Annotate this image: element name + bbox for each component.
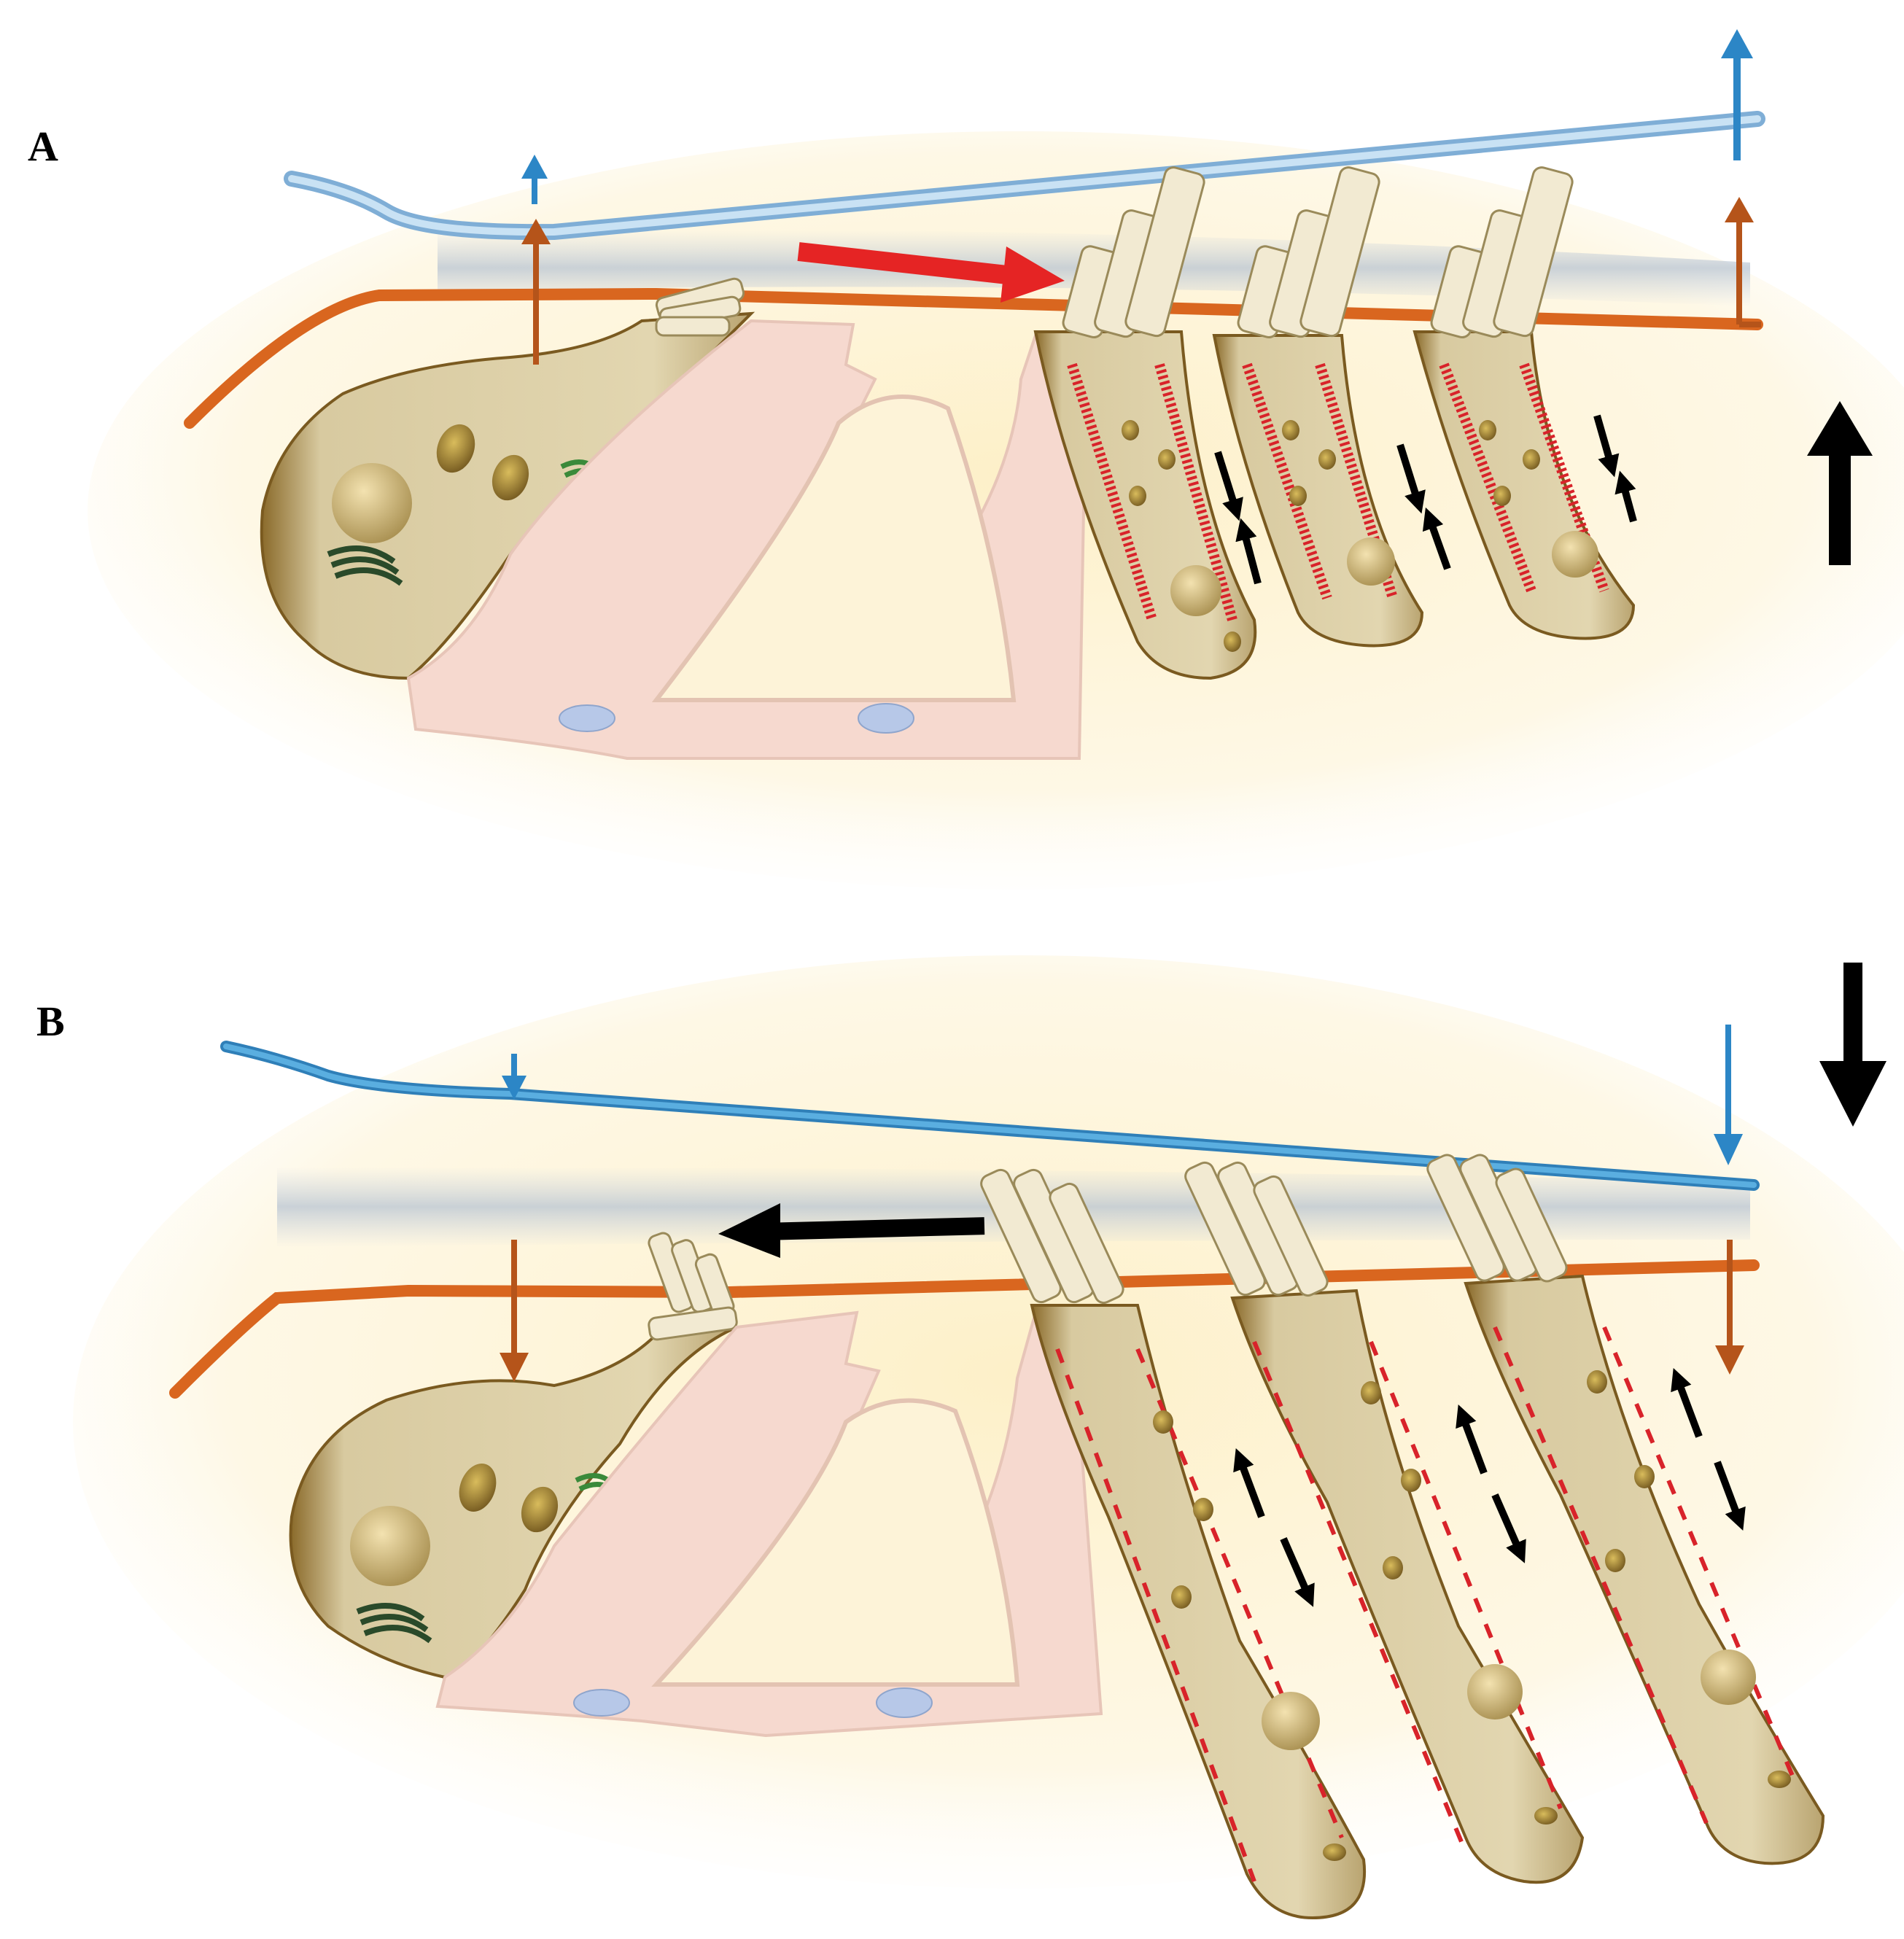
panel-a: [88, 29, 1904, 890]
mitochondrion: [491, 454, 529, 501]
lower-membrane: [169, 1259, 1760, 1399]
supporting-cell-nucleus: [573, 1689, 630, 1717]
golgi-dark: [356, 1603, 432, 1644]
arrow-up-icon: [521, 219, 551, 365]
outer-hair-cell: [1426, 1154, 1825, 1865]
outer-hair-cell: [1212, 166, 1424, 648]
arrow-up-icon: [1807, 401, 1873, 565]
inner-hair-bundle: [655, 277, 745, 337]
arrow-down-icon: [1819, 963, 1886, 1127]
panel-label-b: B: [36, 998, 65, 1045]
supporting-cell-nucleus: [876, 1687, 933, 1718]
arrow-up-icon: [1721, 29, 1753, 160]
arrow-up-icon: [1725, 197, 1761, 327]
arrow-up-icon: [521, 155, 548, 204]
lower-membrane: [184, 287, 1763, 429]
outer-hair-cell: [1184, 1161, 1585, 1884]
arrow-down-icon: [1280, 1461, 1746, 1607]
outer-hair-cell: [980, 1168, 1367, 1920]
supporting-cell-space: [651, 1398, 1020, 1687]
upper-membrane-highlight: [288, 115, 1761, 236]
supporting-cell-space: [651, 395, 1017, 702]
arrow-down-icon: [1714, 1025, 1743, 1165]
cell-nucleus: [332, 463, 412, 543]
supporting-cell-nucleus: [559, 704, 615, 732]
panel-b: [73, 955, 1904, 1920]
arrow-right-icon: [797, 242, 1065, 303]
cell-nucleus: [350, 1506, 430, 1586]
arrow-up-icon: [1235, 470, 1637, 585]
arrow-down-icon: [1214, 414, 1620, 521]
outer-hair-cell: [1033, 166, 1257, 680]
arrow-down-icon: [1715, 1240, 1744, 1375]
mitochondrion: [521, 1486, 559, 1533]
upper-membrane-highlight: [223, 1044, 1757, 1188]
arrow-up-icon: [1233, 1367, 1703, 1518]
panel-label-a: A: [28, 123, 58, 170]
mitochondrion: [459, 1464, 497, 1512]
mitochondrion: [436, 424, 475, 473]
arrow-down-icon: [500, 1240, 529, 1382]
outer-hair-cell: [1413, 166, 1636, 640]
supporting-cell-nucleus: [858, 703, 914, 734]
arrow-left-icon: [718, 1203, 985, 1258]
arrow-down-icon: [502, 1054, 526, 1100]
golgi-dark: [327, 545, 403, 586]
inner-hair-bundle: [648, 1232, 738, 1341]
